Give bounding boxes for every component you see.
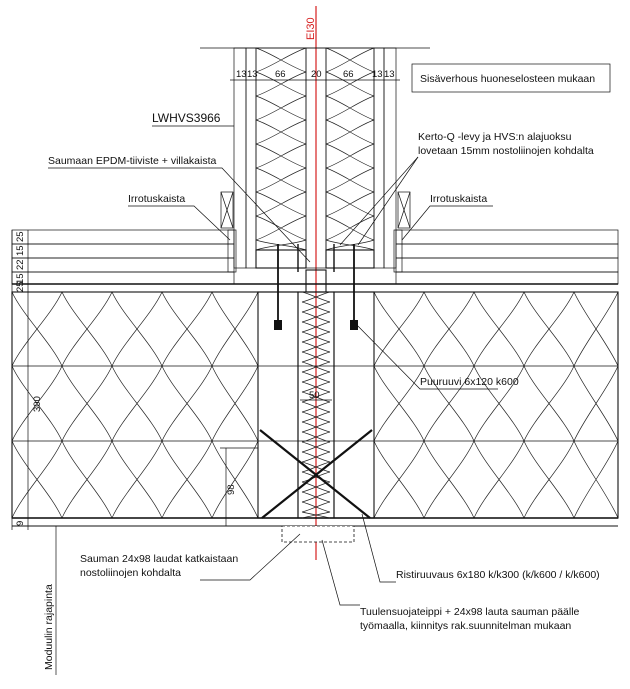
svg-text:Sisäverhous huoneselosteen muk: Sisäverhous huoneselosteen mukaan <box>420 73 595 85</box>
label-screw: Puuruuvi 6x120 k600 <box>420 376 519 388</box>
fire-class-label: EI30 <box>305 17 317 40</box>
svg-text:13: 13 <box>372 69 383 80</box>
svg-text:Moduulin rajapinta: Moduulin rajapinta <box>43 584 55 670</box>
svg-text:25: 25 <box>15 231 26 242</box>
label-kerto-1: Kerto-Q -levy ja HVS:n alajuoksu <box>418 131 572 143</box>
floor-layers-right <box>395 229 619 285</box>
svg-text:20: 20 <box>311 69 322 80</box>
left-dimension-chain: 25 15 22 15 25 300 9 <box>11 230 43 530</box>
joint-zone <box>257 244 375 543</box>
svg-text:300: 300 <box>32 396 43 412</box>
slab <box>11 291 619 527</box>
svg-text:98: 98 <box>226 484 237 495</box>
wall-dimensions: 13 13 66 20 66 13 13 <box>230 69 400 81</box>
svg-text:13: 13 <box>384 69 395 80</box>
svg-text:15: 15 <box>15 273 26 284</box>
svg-text:9: 9 <box>15 521 26 526</box>
label-joint-1: Sauman 24x98 laudat katkaistaan <box>80 553 238 565</box>
wall-upper <box>200 47 430 269</box>
label-joint-2: nostoliinojen kohdalta <box>80 567 181 579</box>
label-wind-1: Tuulensuojateippi + 24x98 lauta sauman p… <box>360 606 580 618</box>
wall-code: LWHVS3966 <box>152 111 221 125</box>
svg-text:15: 15 <box>15 245 26 256</box>
label-strip-left: Irrotuskaista <box>128 193 185 205</box>
label-rister: Ristiruuvaus 6x180 k/k300 (k/k600 / k/k6… <box>396 569 600 581</box>
module-interface: Moduulin rajapinta <box>43 526 57 675</box>
release-strip-left <box>220 191 234 229</box>
svg-text:22: 22 <box>15 259 26 270</box>
release-strip-right <box>397 191 411 229</box>
svg-text:66: 66 <box>343 69 354 80</box>
label-kerto-2: lovetaan 15mm nostoliinojen kohdalta <box>418 145 594 157</box>
center-dim: 50 <box>309 390 320 401</box>
label-seal: Saumaan EPDM-tiiviste + villakaista <box>48 155 217 167</box>
label-strip-right: Irrotuskaista <box>430 193 487 205</box>
offset-dimension: 98 <box>220 447 258 526</box>
svg-text:13: 13 <box>247 69 258 80</box>
svg-text:66: 66 <box>275 69 286 80</box>
centerline: EI30 <box>305 6 317 560</box>
svg-text:13: 13 <box>236 69 247 80</box>
floor-layers-left <box>11 229 235 285</box>
label-wind-2: työmaalla, kiinnitys rak.suunnitelman mu… <box>360 620 571 632</box>
svg-text:25: 25 <box>15 281 26 292</box>
interior-box: Sisäverhous huoneselosteen mukaan <box>411 63 611 93</box>
